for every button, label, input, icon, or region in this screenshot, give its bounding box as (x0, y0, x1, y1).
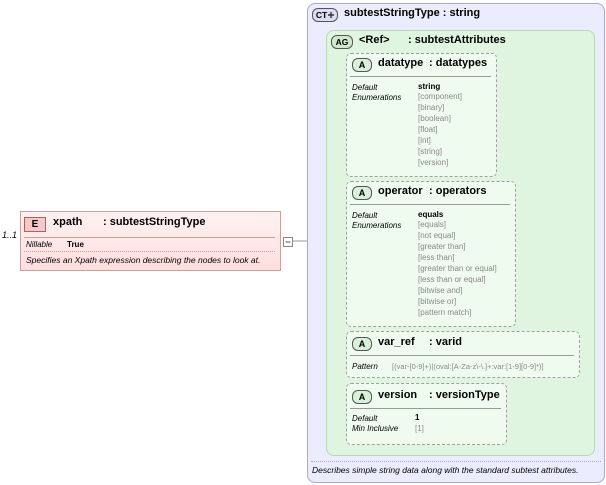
element-divider (24, 237, 275, 238)
attribute-operator[interactable] (346, 181, 516, 327)
attribute-badge-icon: A (352, 390, 372, 404)
enum-value: [boolean] (418, 114, 451, 123)
attribute-var-ref[interactable] (346, 331, 580, 378)
enumerations-list: [equals] [not equal] [greater than] [les… (418, 219, 497, 318)
pattern-label: Pattern (352, 362, 378, 371)
complex-type-title: subtestStringType : string (344, 7, 481, 19)
complex-type-documentation: Describes simple string data along with … (312, 465, 579, 475)
enum-value: [greater than] (418, 242, 466, 251)
enumerations-label: Enumerations (352, 93, 402, 102)
attribute-badge-icon: A (352, 58, 372, 72)
default-value: string (418, 82, 441, 91)
enum-value: [bitwise and] (418, 286, 463, 295)
attribute-name: var_ref (378, 336, 415, 348)
nillable-label: Nillable (26, 240, 53, 249)
element-multiplicity: 1..1 (2, 230, 18, 240)
attribute-name: datatype (378, 57, 424, 69)
enum-value: [version] (418, 158, 449, 167)
complex-type-divider (311, 461, 601, 462)
enum-value: [component] (418, 92, 463, 101)
enum-value: [pattern match] (418, 308, 472, 317)
attribute-type: : operators (429, 185, 487, 197)
element-type: : subtestStringType (103, 216, 206, 228)
element-documentation: Specifies an Xpath expression describing… (26, 255, 261, 265)
enum-value: [float] (418, 125, 438, 134)
enumerations-label: Enumerations (352, 221, 402, 230)
enum-value: [not equal] (418, 231, 456, 240)
default-value: equals (418, 210, 444, 219)
min-inclusive-label: Min Inclusive (352, 424, 399, 433)
enum-value: [int] (418, 136, 431, 145)
enum-value: [equals] (418, 220, 447, 229)
enum-value: [less than] (418, 253, 455, 262)
attribute-group-type: : subtestAttributes (408, 34, 506, 46)
attribute-divider (350, 204, 510, 205)
attribute-group-badge-icon: AG (331, 35, 353, 49)
expand-collapse-icon[interactable] (283, 237, 293, 247)
element-doc-divider (24, 251, 275, 252)
enumerations-list: [component] [binary] [boolean] [float] [… (418, 91, 462, 168)
pattern-value: [(var-[0-9]+)|(oval:[A-Za-z\-\.]+:var:[1… (392, 362, 544, 371)
default-label: Default (352, 414, 378, 423)
attribute-datatype[interactable] (346, 53, 497, 177)
attribute-divider (350, 408, 501, 409)
default-label: Default (352, 211, 378, 220)
enum-value: [greater than or equal] (418, 264, 497, 273)
enum-value: [string] (418, 147, 443, 156)
attribute-divider (350, 355, 574, 356)
element-box[interactable] (20, 211, 281, 271)
attribute-badge-icon: A (352, 186, 372, 200)
attribute-type: : varid (429, 336, 463, 348)
nillable-value: True (67, 240, 84, 249)
attribute-type: : versionType (429, 389, 500, 401)
enum-value: [less than or equal] (418, 275, 486, 284)
complex-type-badge-icon: CT (312, 8, 338, 22)
attribute-version[interactable] (346, 383, 507, 445)
attribute-divider (350, 76, 491, 77)
enum-value: [bitwise or] (418, 297, 457, 306)
attribute-type: : datatypes (429, 57, 488, 69)
attribute-group-ref: <Ref> (359, 34, 390, 46)
element-badge-icon: E (24, 217, 46, 232)
default-label: Default (352, 83, 378, 92)
element-name: xpath (53, 216, 83, 228)
enum-value: [binary] (418, 103, 445, 112)
attribute-name: version (378, 389, 418, 401)
min-inclusive-value: [1] (415, 424, 424, 433)
attribute-badge-icon: A (352, 337, 372, 351)
attribute-name: operator (378, 185, 423, 197)
default-value: 1 (415, 413, 420, 422)
